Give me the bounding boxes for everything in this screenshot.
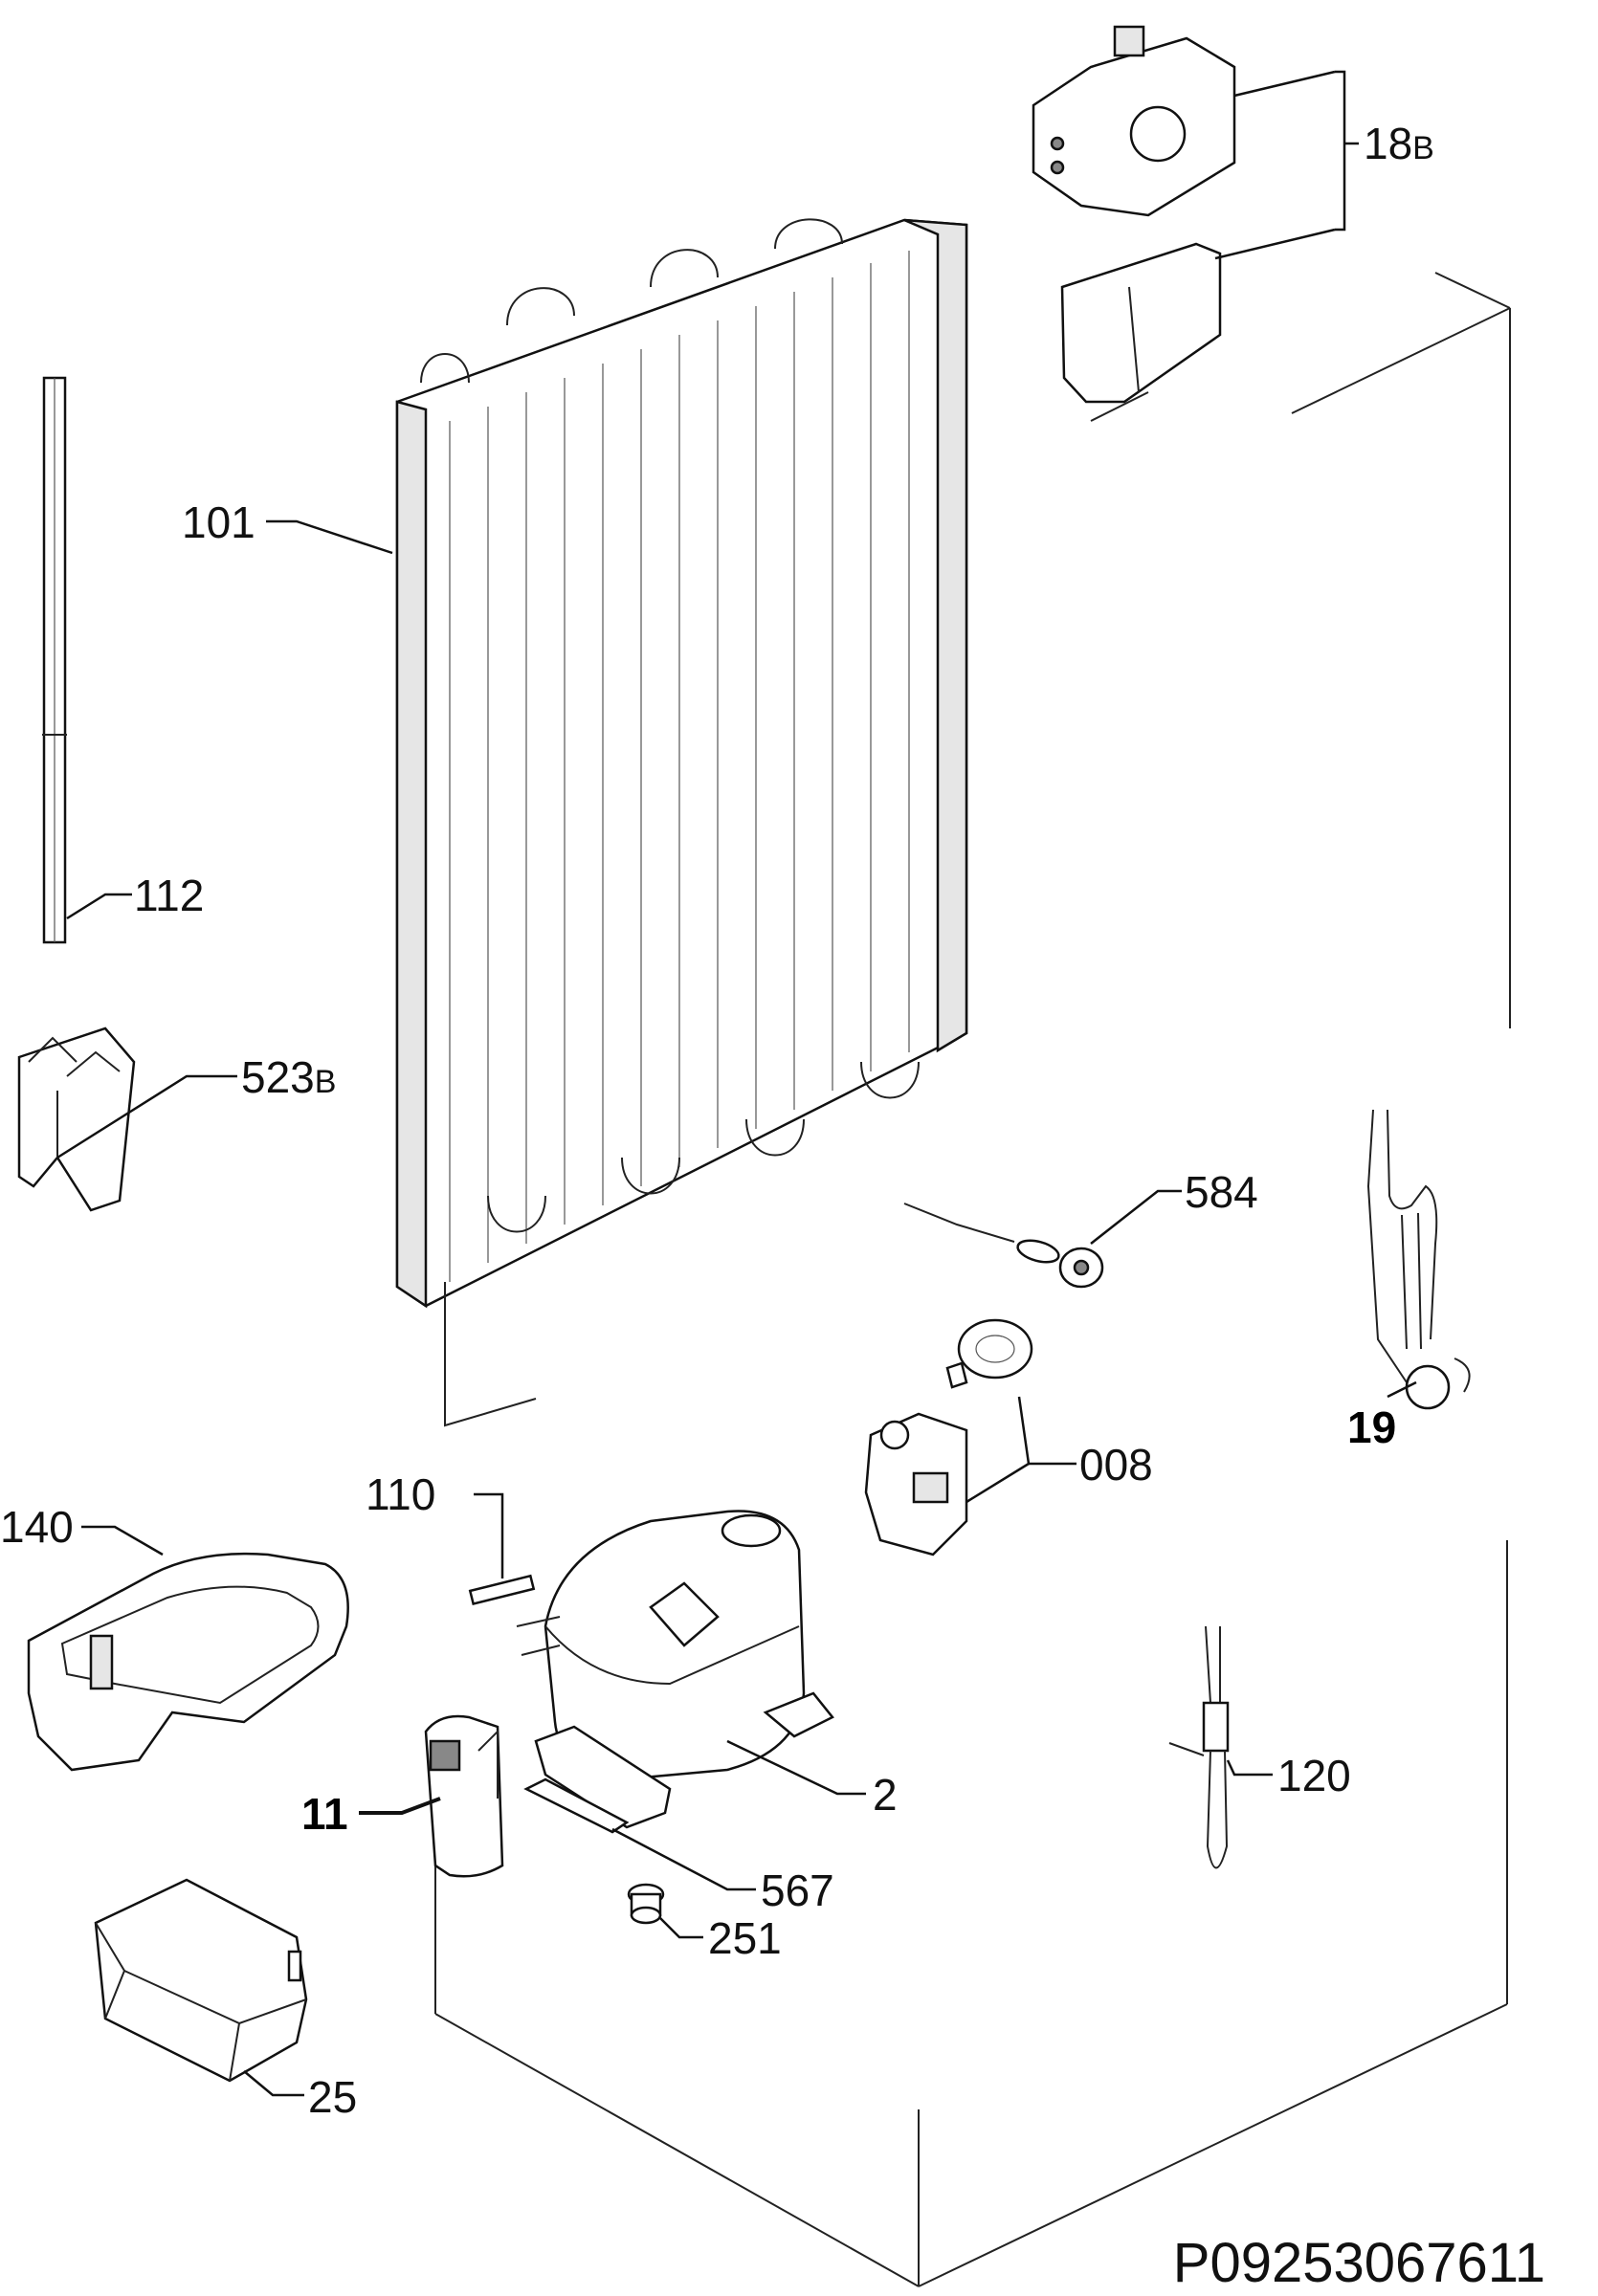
thermal-fuse-120 bbox=[1168, 1625, 1230, 1869]
pin-110 bbox=[468, 1574, 536, 1606]
grommet-251 bbox=[627, 1883, 665, 1925]
sensor-584 bbox=[903, 1203, 1104, 1289]
label-112: 112 bbox=[134, 871, 204, 920]
label-11: 11 bbox=[301, 1789, 348, 1839]
drip-tray-140 bbox=[27, 1552, 349, 1772]
label-25: 25 bbox=[308, 2072, 357, 2122]
thermostat-housing-18b bbox=[1060, 242, 1222, 422]
label-567: 567 bbox=[761, 1866, 834, 1915]
overload-protector-008 bbox=[945, 1318, 1033, 1389]
label-101: 101 bbox=[182, 497, 255, 547]
clip-523b bbox=[17, 1027, 136, 1212]
compressor-2 bbox=[516, 1510, 834, 1829]
label-18b: 18B bbox=[1364, 119, 1434, 168]
drain-tube-112 bbox=[42, 376, 67, 944]
mounting-plate-567 bbox=[523, 1777, 630, 1834]
label-251: 251 bbox=[708, 1913, 782, 1963]
reference-code: P09253067611 bbox=[1173, 2232, 1545, 2294]
label-120: 120 bbox=[1277, 1751, 1351, 1800]
relay-11 bbox=[424, 1714, 504, 1878]
label-19: 19 bbox=[1347, 1402, 1396, 1452]
condenser-fins bbox=[449, 251, 910, 1282]
start-relay-008 bbox=[864, 1412, 968, 1556]
heater-19 bbox=[1366, 1109, 1471, 1410]
callout-labels: 18B 101 112 523B 584 19 008 110 140 2 12… bbox=[0, 119, 1434, 2122]
label-2: 2 bbox=[873, 1770, 898, 1820]
leader-lines bbox=[56, 70, 1417, 2097]
label-008: 008 bbox=[1079, 1440, 1153, 1490]
label-140: 140 bbox=[0, 1502, 74, 1552]
label-110: 110 bbox=[366, 1469, 435, 1519]
label-523b: 523B bbox=[241, 1052, 336, 1102]
thermostat-18b bbox=[1032, 25, 1236, 217]
cover-box-25 bbox=[94, 1878, 308, 2083]
label-584: 584 bbox=[1185, 1167, 1258, 1217]
condenser-101 bbox=[395, 218, 968, 1427]
condenser-tubes bbox=[420, 218, 920, 1427]
